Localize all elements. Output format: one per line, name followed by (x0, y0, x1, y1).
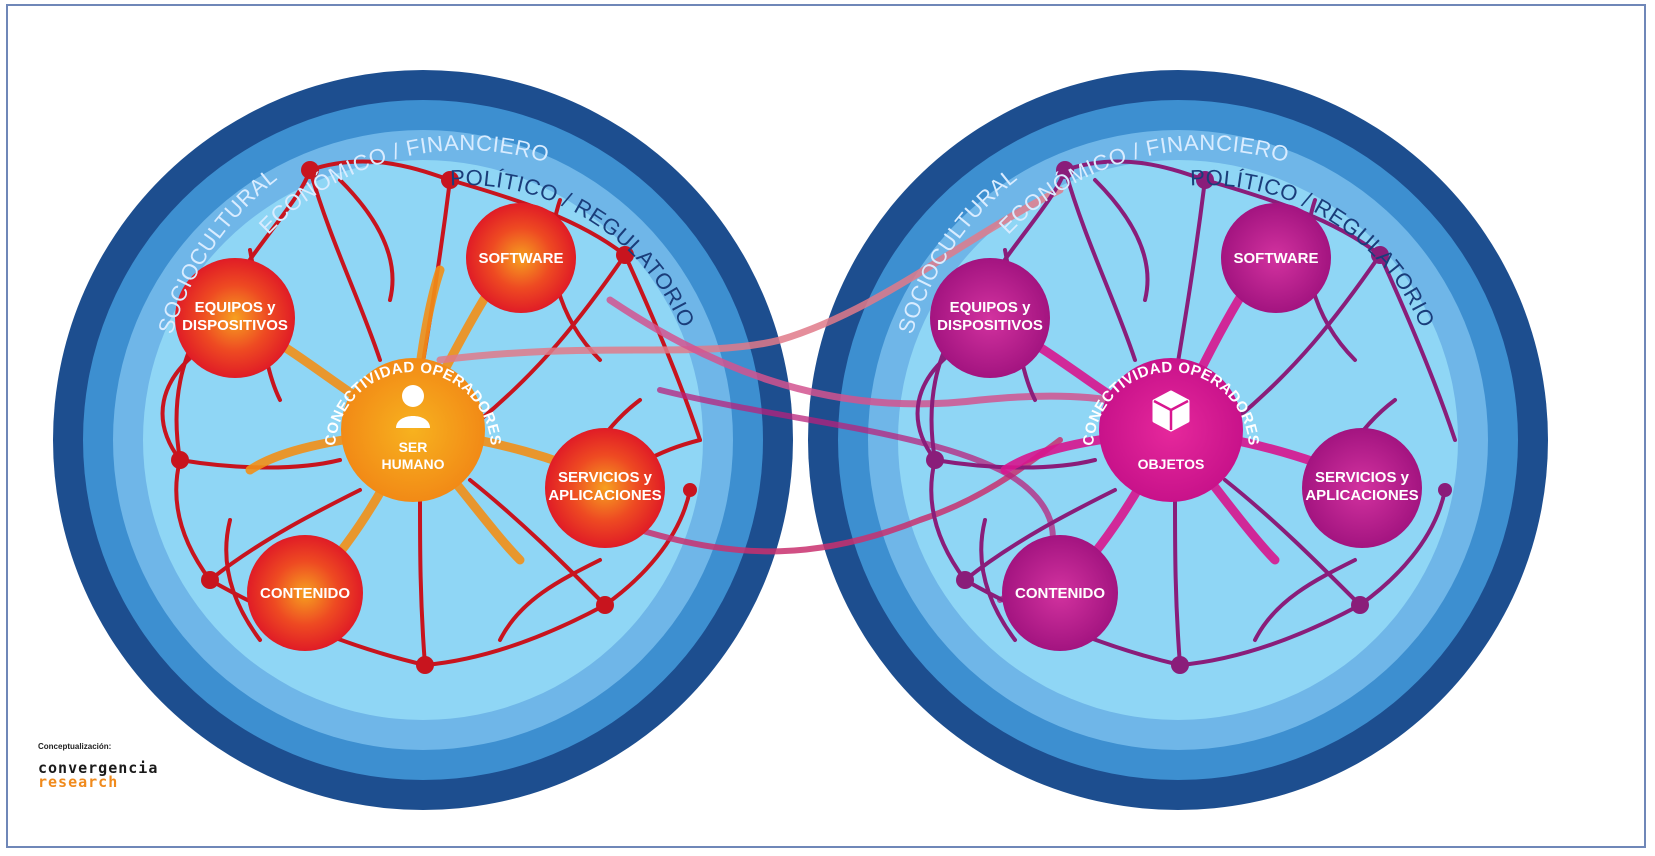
credit-block: Conceptualización: convergencia research (38, 742, 198, 791)
right-equipos-label-1: EQUIPOS y (950, 299, 1032, 316)
left-node-software: SOFTWARE (466, 203, 576, 313)
left-equipos-label-2: DISPOSITIVOS (182, 317, 288, 334)
left-node-contenido: CONTENIDO (247, 535, 363, 651)
left-node-equipos: EQUIPOS y DISPOSITIVOS (175, 258, 295, 378)
right-servicios-label-1: SERVICIOS y (1315, 469, 1410, 486)
left-servicios-label-2: APLICACIONES (548, 487, 661, 504)
left-contenido-label: CONTENIDO (260, 585, 350, 602)
left-equipos-label-1: EQUIPOS y (195, 299, 277, 316)
right-center-label-1: OBJETOS (1138, 456, 1205, 472)
right-center-node: CONECTIVIDAD OPERADORES OBJETOS (1080, 358, 1261, 502)
left-software-label: SOFTWARE (479, 250, 564, 267)
right-contenido-label: CONTENIDO (1015, 585, 1105, 602)
cube-icon (1152, 390, 1190, 432)
credit-label: Conceptualización: (38, 742, 112, 751)
left-servicios-label-1: SERVICIOS y (558, 469, 653, 486)
right-node-software: SOFTWARE (1221, 203, 1331, 313)
left-center-label-1: SER (399, 439, 428, 455)
left-node-servicios: SERVICIOS y APLICACIONES (545, 428, 665, 548)
right-equipos-label-2: DISPOSITIVOS (937, 317, 1043, 334)
right-node-contenido: CONTENIDO (1002, 535, 1118, 651)
person-icon (396, 385, 430, 428)
right-software-label: SOFTWARE (1234, 250, 1319, 267)
right-synapses (926, 161, 1452, 674)
left-center-node: CONECTIVIDAD OPERADORES SER HUMANO (322, 358, 503, 502)
brand-logo-line2: research (38, 773, 119, 791)
left-network (160, 159, 702, 667)
right-servicios-label-2: APLICACIONES (1305, 487, 1418, 504)
brand-logo-line1: convergencia (38, 759, 159, 777)
left-synapses (171, 161, 697, 674)
right-node-servicios: SERVICIOS y APLICACIONES (1302, 428, 1422, 548)
left-center-label-2: HUMANO (382, 456, 445, 472)
right-node-equipos: EQUIPOS y DISPOSITIVOS (930, 258, 1050, 378)
